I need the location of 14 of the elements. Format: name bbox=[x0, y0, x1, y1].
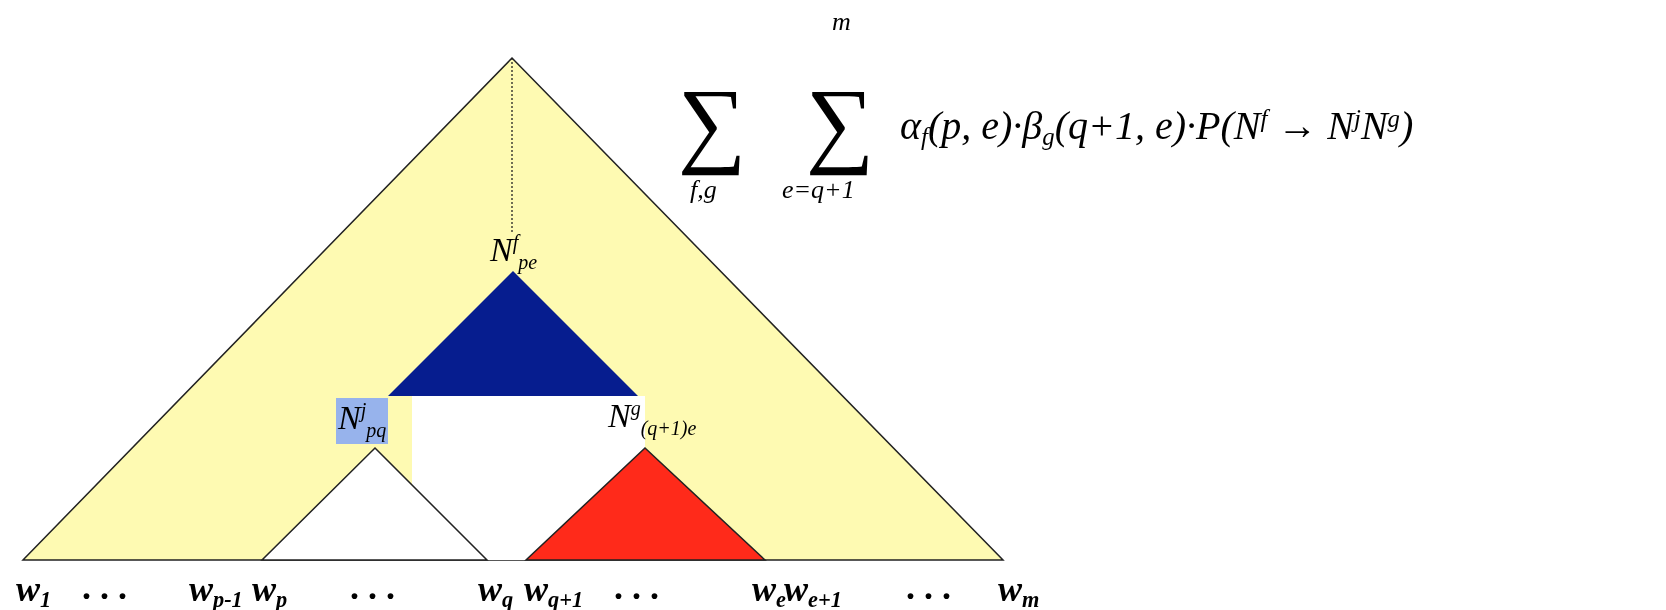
lower-limit: f,g bbox=[690, 176, 717, 205]
lower-limit: e=q+1 bbox=[782, 176, 855, 205]
upper-limit: m bbox=[832, 8, 851, 37]
formula: α$_{f}$(p, e)·β$_{g}$(q+1, e)·P(N$^{f}$ → N$^{j}$N$^{g}$) bbox=[900, 104, 1414, 150]
ellipsis: . . . bbox=[350, 568, 395, 608]
sum-symbol: ∑ bbox=[678, 70, 747, 176]
word-label: w$_{e+1}$ bbox=[784, 570, 842, 610]
ellipsis: . . . bbox=[82, 568, 127, 608]
dotted-line bbox=[511, 57, 513, 233]
sum-symbol: ∑ bbox=[806, 70, 875, 176]
ellipsis: . . . bbox=[614, 568, 659, 608]
word-label: w$_{1}$ bbox=[16, 570, 52, 610]
ellipsis: . . . bbox=[906, 568, 951, 608]
word-label: w$_{m}$ bbox=[998, 570, 1040, 610]
